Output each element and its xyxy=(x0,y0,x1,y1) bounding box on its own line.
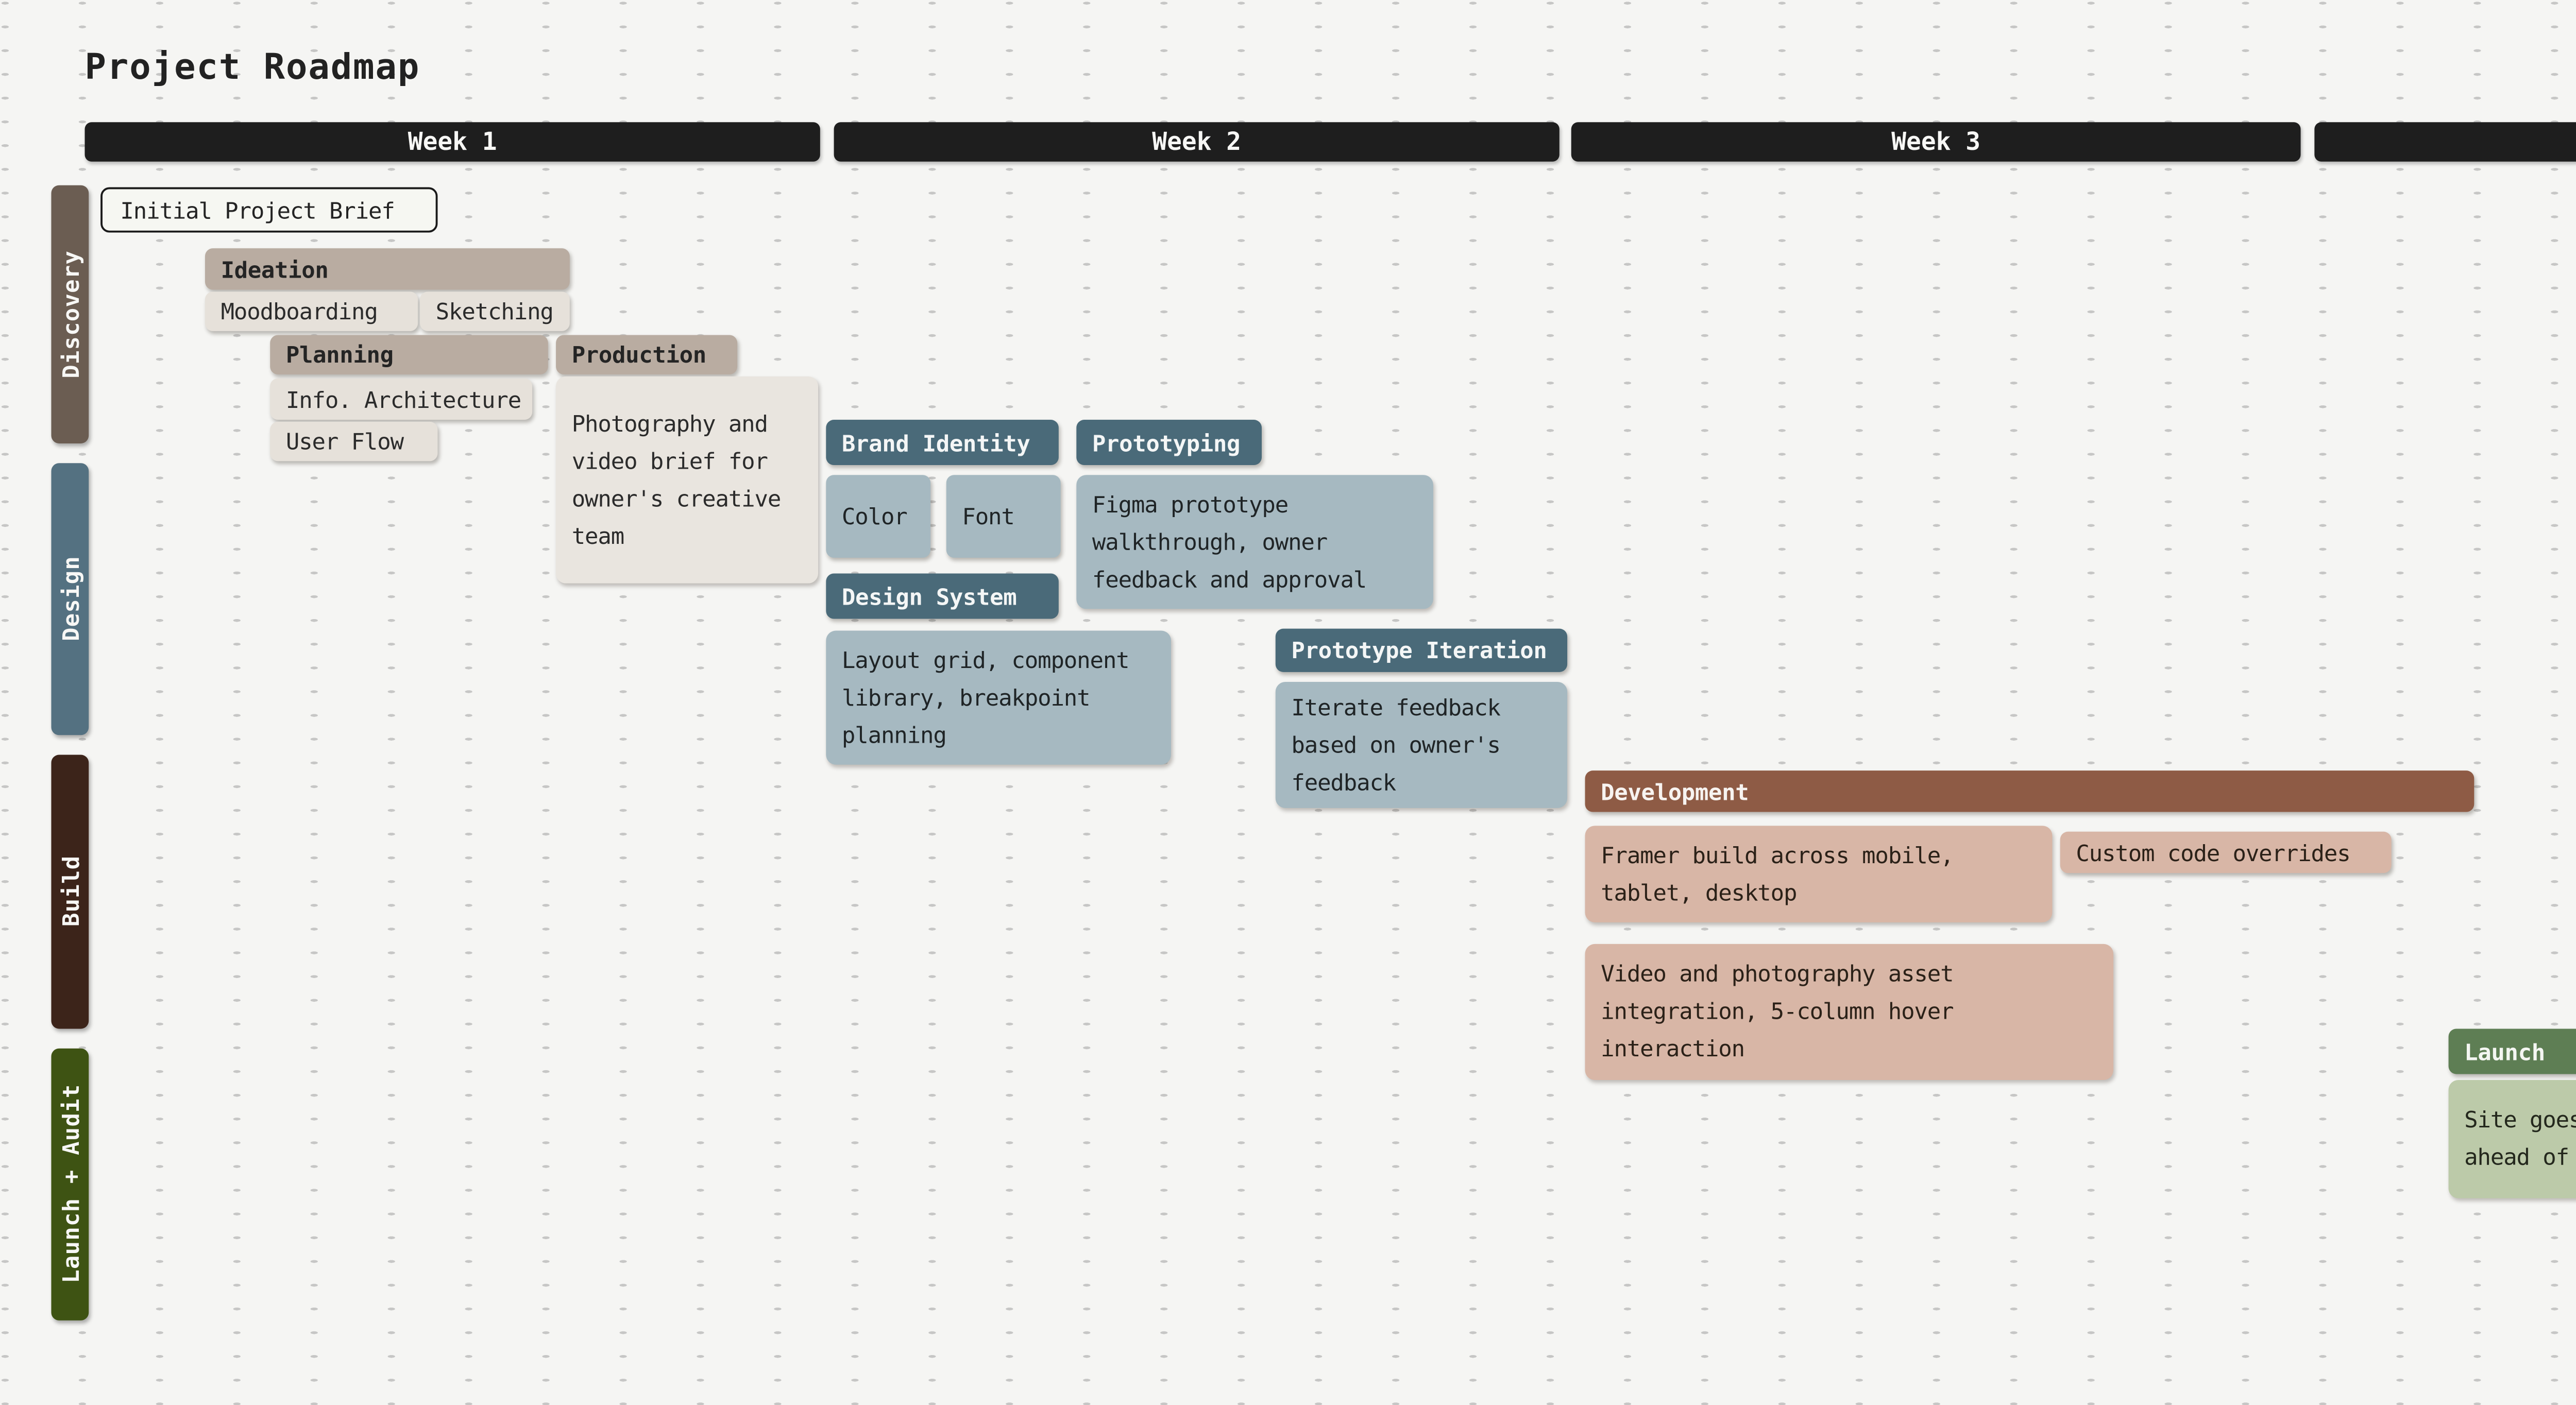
week-4-header: Week 4 xyxy=(2314,122,2576,161)
phase-rail-discovery: Discovery xyxy=(51,185,89,443)
task-development[interactable]: Development xyxy=(1585,770,2475,812)
task-sketching[interactable]: Sketching xyxy=(420,292,570,331)
week-3-header: Week 3 xyxy=(1571,122,2301,161)
note-framer-build[interactable]: Framer build across mobile, tablet, desk… xyxy=(1585,826,2053,922)
note-prototyping-walkthrough[interactable]: Figma prototype walkthrough, owner feedb… xyxy=(1076,475,1433,609)
task-user-flow[interactable]: User Flow xyxy=(270,421,438,461)
task-info-architecture[interactable]: Info. Architecture xyxy=(270,378,533,420)
task-moodboarding[interactable]: Moodboarding xyxy=(205,292,418,331)
task-planning[interactable]: Planning xyxy=(270,335,548,375)
phase-rail-discovery-label: Discovery xyxy=(56,250,84,379)
task-color[interactable]: Color xyxy=(826,475,931,558)
note-video-photo-integration[interactable]: Video and photography asset integration,… xyxy=(1585,944,2114,1080)
milestone-initial-project-brief[interactable]: Initial Project Brief xyxy=(100,187,438,233)
note-production-brief[interactable]: Photography and video brief for owner's … xyxy=(556,376,819,584)
task-production[interactable]: Production xyxy=(556,335,738,375)
phase-rail-design: Design xyxy=(51,463,89,735)
task-design-system[interactable]: Design System xyxy=(826,573,1059,619)
task-custom-code-overrides[interactable]: Custom code overrides xyxy=(2060,831,2392,873)
phase-rail-launch-audit: Launch + Audit xyxy=(51,1048,89,1321)
task-launch[interactable]: Launch xyxy=(2448,1029,2576,1074)
phase-rail-design-label: Design xyxy=(56,556,84,642)
task-font[interactable]: Font xyxy=(946,475,1061,558)
phase-rail-build: Build xyxy=(51,755,89,1029)
page-title: Project Roadmap xyxy=(84,47,420,89)
task-prototype-iteration[interactable]: Prototype Iteration xyxy=(1275,628,1568,672)
note-site-goes-live[interactable]: Site goes live ahead of soft… xyxy=(2448,1080,2576,1198)
phase-rail-launch-audit-label: Launch + Audit xyxy=(56,1085,84,1284)
week-2-header: Week 2 xyxy=(834,122,1560,161)
task-ideation[interactable]: Ideation xyxy=(205,248,570,290)
task-brand-identity[interactable]: Brand Identity xyxy=(826,420,1059,466)
note-design-system[interactable]: Layout grid, component library, breakpoi… xyxy=(826,630,1171,765)
task-prototyping[interactable]: Prototyping xyxy=(1076,420,1262,466)
phase-rail-build-label: Build xyxy=(56,856,84,928)
week-1-header: Week 1 xyxy=(84,122,820,161)
note-prototype-iteration[interactable]: Iterate feedback based on owner's feedba… xyxy=(1275,681,1568,808)
